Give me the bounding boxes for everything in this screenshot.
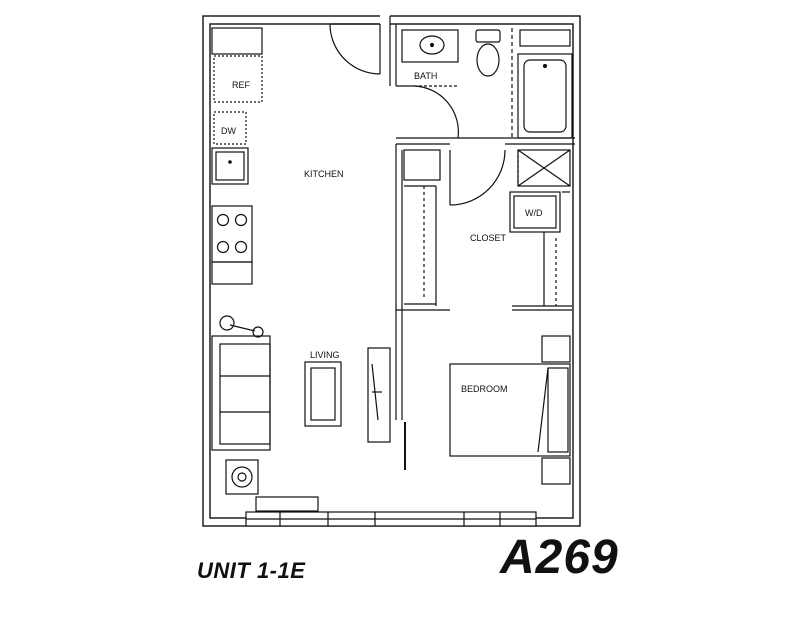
bedroom-furniture bbox=[449, 335, 571, 485]
living-furniture bbox=[211, 315, 391, 495]
kitchen-counter bbox=[211, 27, 263, 285]
room-label-bedroom: BEDROOM bbox=[461, 384, 508, 394]
room-label-dw: DW bbox=[221, 126, 236, 136]
window-strip bbox=[245, 496, 537, 527]
plan-code: A269 bbox=[500, 531, 619, 584]
bath-fixtures bbox=[401, 28, 573, 139]
room-label-bath: BATH bbox=[414, 71, 437, 81]
room-label-living: LIVING bbox=[310, 350, 340, 360]
bedroom-wall bbox=[395, 310, 406, 470]
room-label-wd: W/D bbox=[525, 208, 543, 218]
room-label-ref: REF bbox=[232, 80, 251, 90]
closet-walls bbox=[395, 143, 575, 311]
unit-label: UNIT 1-1E bbox=[197, 558, 306, 583]
entry-door bbox=[329, 23, 381, 75]
room-label-closet: CLOSET bbox=[470, 233, 507, 243]
room-label-kitchen: KITCHEN bbox=[304, 169, 344, 179]
